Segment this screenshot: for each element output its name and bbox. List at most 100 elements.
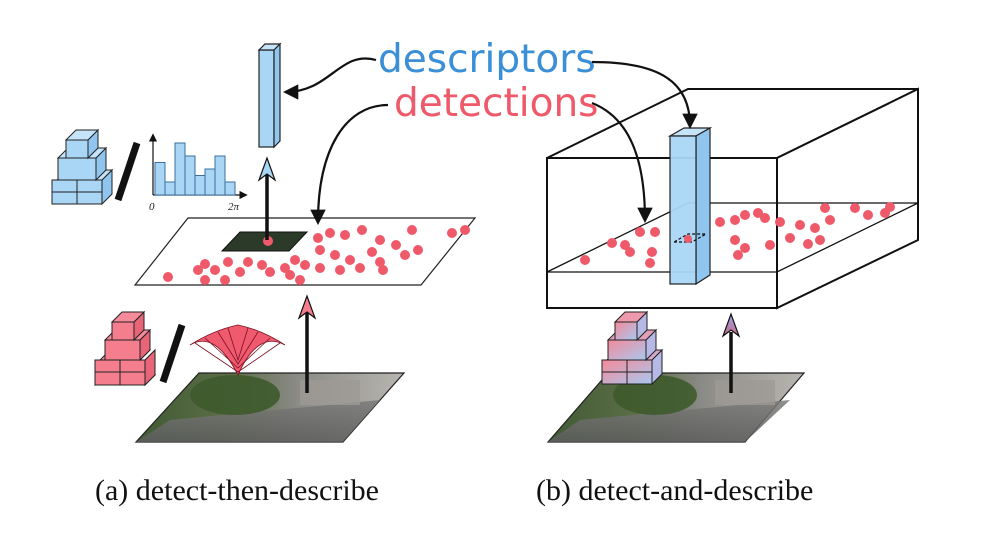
detection-point — [325, 228, 335, 238]
detection-point — [625, 247, 635, 257]
detection-point — [885, 202, 895, 212]
histogram-bar — [194, 175, 206, 196]
detection-point — [825, 215, 835, 225]
detection-slice-b — [546, 202, 919, 273]
detection-point — [243, 257, 253, 267]
detection-point — [765, 240, 775, 250]
detection-point — [295, 275, 305, 285]
detection-point — [407, 225, 417, 235]
slash-separator-descriptor — [114, 141, 141, 202]
arrowhead-detector-a — [297, 294, 317, 320]
detection-point — [300, 260, 310, 270]
histogram-bar — [214, 155, 226, 196]
arrow-detections-to-b — [591, 101, 653, 224]
detection-point — [313, 233, 323, 243]
detection-point — [280, 263, 290, 273]
histogram-bar — [204, 168, 216, 196]
detector-network-icon — [93, 310, 157, 387]
detection-point — [730, 215, 740, 225]
detection-point — [193, 265, 203, 275]
detection-point — [715, 217, 725, 227]
arrowhead-descriptor-a — [257, 156, 277, 182]
caption-b: (b) detect-and-describe — [536, 474, 813, 507]
label-detections: detections — [394, 81, 599, 126]
detection-point — [740, 243, 750, 253]
detection-point — [775, 217, 785, 227]
detection-point — [355, 263, 365, 273]
feature-volume-box — [546, 87, 919, 310]
detection-point — [330, 250, 340, 260]
detection-point — [730, 235, 740, 245]
arrowhead-joint-b — [721, 312, 741, 338]
detection-point — [290, 255, 300, 265]
detection-point — [647, 247, 657, 257]
orientation-histogram: 0 2π — [148, 133, 248, 213]
histogram-bar — [164, 181, 176, 196]
detection-point — [285, 270, 295, 280]
detection-point — [335, 265, 345, 275]
histogram-bar — [154, 162, 166, 196]
detection-point — [753, 208, 763, 218]
detection-point — [391, 240, 401, 250]
detection-point — [810, 223, 820, 233]
histogram-tick-start: 0 — [149, 201, 155, 213]
detection-point — [803, 239, 813, 249]
detection-point — [315, 263, 325, 273]
detection-point — [315, 245, 325, 255]
detection-point — [378, 265, 388, 275]
detections-b — [580, 202, 895, 268]
detection-point — [400, 250, 410, 260]
detection-point — [650, 227, 660, 237]
arrow-detections-to-a — [310, 103, 389, 226]
arrow-descriptors-to-a — [282, 57, 377, 100]
detection-point — [210, 265, 220, 275]
detection-point — [200, 259, 210, 269]
detection-point — [740, 210, 750, 220]
detection-point — [863, 210, 873, 220]
detection-point — [580, 255, 590, 265]
detection-point — [607, 238, 617, 248]
descriptor-network-icon — [51, 128, 114, 206]
detection-point — [815, 235, 825, 245]
detection-point — [850, 203, 860, 213]
detection-point — [200, 275, 210, 285]
descriptor-vector-b — [667, 126, 713, 286]
detection-point — [460, 225, 470, 235]
detection-point — [163, 272, 173, 282]
detection-point — [447, 228, 457, 238]
detection-point — [733, 250, 743, 260]
detection-point — [223, 257, 233, 267]
histogram-bar — [224, 181, 236, 196]
caption-a: (a) detect-then-describe — [95, 474, 379, 507]
detection-point — [645, 258, 655, 268]
histogram-bar — [174, 142, 186, 196]
detection-point — [413, 245, 423, 255]
detection-point — [795, 220, 805, 230]
detection-point — [220, 275, 230, 285]
detection-point — [257, 260, 267, 270]
detection-point — [235, 267, 245, 277]
input-image-plane-b — [546, 372, 806, 443]
input-image-plane-a — [134, 372, 406, 443]
detection-point — [820, 203, 830, 213]
detection-point — [375, 257, 385, 267]
detection-point — [635, 227, 645, 237]
detection-point — [265, 267, 275, 277]
label-descriptors: descriptors — [378, 37, 596, 82]
mexican-hat-surface-icon — [189, 324, 286, 376]
detection-point — [785, 233, 795, 243]
detection-plane-a — [133, 217, 477, 286]
detection-point — [340, 230, 350, 240]
slash-separator-detector — [159, 323, 186, 384]
detection-point — [760, 213, 770, 223]
detection-point — [345, 255, 355, 265]
detections-a — [163, 225, 470, 285]
detection-point — [367, 247, 377, 257]
histogram-bar — [184, 155, 196, 196]
histogram-tick-end: 2π — [228, 201, 240, 213]
arrow-descriptors-to-b — [591, 60, 698, 130]
joint-network-icon — [601, 310, 664, 386]
descriptor-vector-a — [257, 42, 282, 149]
detection-point — [375, 235, 385, 245]
